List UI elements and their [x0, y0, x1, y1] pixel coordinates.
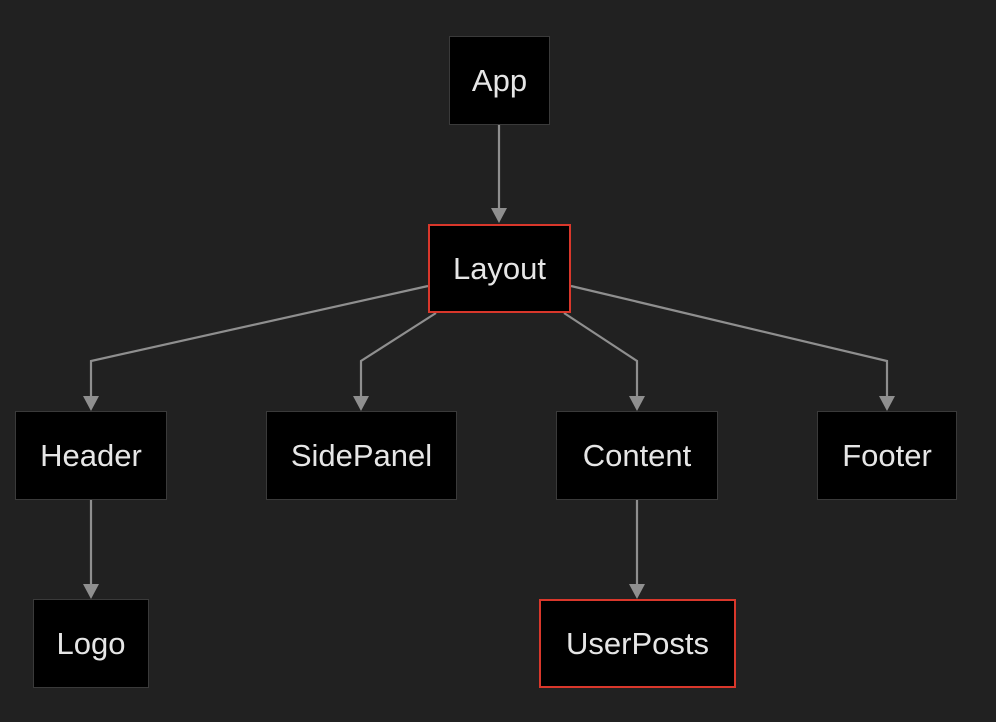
arrowhead-layout-sidepanel [353, 396, 369, 411]
arrowhead-layout-content [629, 396, 645, 411]
node-footer[interactable]: Footer [817, 411, 957, 500]
node-content[interactable]: Content [556, 411, 718, 500]
arrowhead-layout-footer [879, 396, 895, 411]
node-userposts[interactable]: UserPosts [539, 599, 736, 688]
arrowhead-content-userposts [629, 584, 645, 599]
arrowhead-app-layout [491, 208, 507, 223]
edge-layout-header [89, 284, 429, 397]
node-layout[interactable]: Layout [428, 224, 571, 313]
edge-layout-content [563, 312, 639, 397]
node-sidepanel[interactable]: SidePanel [266, 411, 457, 500]
arrowhead-header-logo [83, 584, 99, 599]
node-header[interactable]: Header [15, 411, 167, 500]
edge-layout-footer [570, 284, 889, 397]
edge-layout-sidepanel [359, 312, 437, 397]
node-logo[interactable]: Logo [33, 599, 149, 688]
node-app[interactable]: App [449, 36, 550, 125]
arrowhead-layout-header [83, 396, 99, 411]
